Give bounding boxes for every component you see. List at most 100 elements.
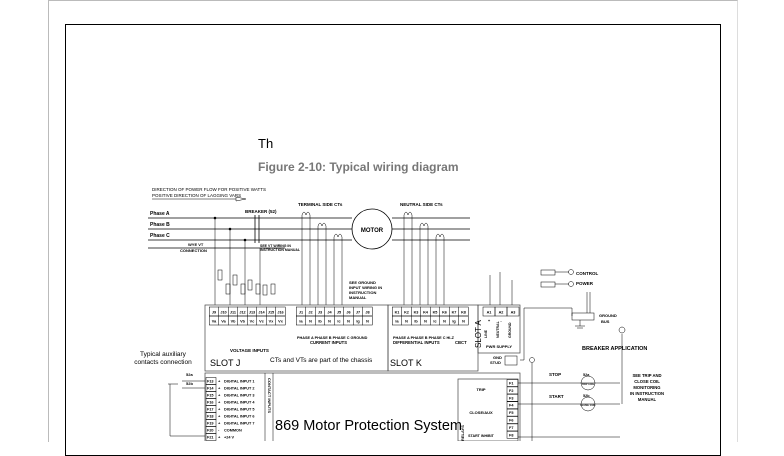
aux-52a: 52a [186,372,193,377]
cbct-label: CBCT [455,340,467,345]
trip-note-line: SEE TRIP AND [632,373,661,378]
trip-note-line: CLOSE COIL [634,379,660,384]
ground-note-2: INPUT WIRING IN [349,285,382,290]
trip-note-line: MANUAL [638,397,657,402]
aux-title-2: contacts connection [134,359,192,366]
voltage-terminal: J11 [230,311,236,315]
ground-bus-2: BUS [601,319,610,324]
ground-note-1: SEE GROUND [349,280,376,285]
phase-a-label: Phase A [150,211,170,217]
ground-note-3: INSTRUCTION [349,290,376,295]
differential-signal: Ia [395,320,399,324]
current-terminal: J8 [365,311,369,315]
control-power-2: POWER [576,281,594,286]
current-inputs-label: CURRENT INPUTS [310,340,347,345]
digital-input-sign: + [218,386,221,391]
power-terminal: A1 [487,311,492,315]
differential-signal: N [405,320,408,324]
breaker-control-wiring [489,269,626,441]
differential-signal: Ic [433,320,436,324]
trip-note-line: IN INSTRUCTION [630,391,664,396]
power-terminal: A2 [499,311,504,315]
voltage-signal: Va [221,320,226,324]
digital-input-label: +24 V [224,436,234,440]
digital-input-terminal: F13 [207,380,214,384]
trip-group: TRIP [476,387,485,392]
contact-inputs-label: CONTACT INPUTS [267,378,272,413]
differential-terminal: K2 [404,311,409,315]
digital-input-terminal: F17 [207,408,214,412]
relays-label: RELAYS [460,425,465,441]
power-pin: NEUTRAL [496,320,500,338]
output-terminal-cell [506,431,519,439]
power-terminal: A3 [511,311,516,315]
current-signal-cell [362,315,373,326]
phase-c-label: Phase C [150,233,170,239]
product-name: 869 Motor Protection System [275,418,462,434]
digital-input-terminal: F21 [207,436,214,440]
wye-label-1: WYE VT [188,242,204,247]
differential-signal: N [424,320,427,324]
current-signal: N [309,320,312,324]
power-pin: GROUND [508,322,512,338]
digital-input-terminal: F20 [207,429,214,433]
contact-52b: 52b [583,394,590,398]
vt-note-1: SEE VT WIRING IN [260,244,291,248]
close-aux-group: CLOSE/AUX [469,410,493,415]
differential-terminal: K6 [442,311,447,315]
power-sign: + [488,318,491,323]
aux-title-1: Typical auxiliary [140,351,187,358]
current-signal: N [347,320,350,324]
current-terminal: J6 [346,311,350,315]
slot-k-label: SLOT K [390,358,422,368]
heading-fragment: Th [258,136,273,151]
gnd-stud-2: STUD [490,360,501,365]
breaker-application: BREAKER APPLICATION [582,346,647,352]
power-terminal-cell [506,306,520,317]
close-coil: CLOSE COIL [580,403,596,407]
current-signal: N [366,320,369,324]
digital-input-label: DIGITAL INPUT 2 [224,387,254,391]
current-signal: Ic [337,320,340,324]
power-pin: LINE [484,329,488,338]
digital-input-label: DIGITAL INPUT 5 [224,408,254,412]
chassis-note: CTs and VTs are part of the chassis [270,357,373,364]
digital-input-sign: - [218,428,220,433]
differential-terminal: K7 [452,311,457,315]
ground-bus-1: GROUND [599,313,617,318]
current-terminal: J1 [299,311,303,315]
voltage-inputs-label: VOLTAGE INPUTS [230,348,269,353]
output-terminal-cell [506,386,519,395]
differential-terminal: K4 [423,311,429,315]
output-terminal-cell [506,401,519,409]
ground-stud-icon [504,355,518,366]
wiring-diagram: Th Figure 2-10: Typical wiring diagram D… [134,136,664,441]
direction-note-2: POSITIVE DIRECTION OF LAGGING VARS [152,193,241,198]
voltage-terminal: J16 [277,311,283,315]
digital-input-sign: + [218,379,221,384]
document-page [48,0,738,442]
digital-input-label: DIGITAL INPUT 7 [224,422,254,426]
output-terminal: F3 [509,396,513,400]
digital-input-sign: + [218,414,221,419]
current-terminal: J3 [318,311,322,315]
wye-label-2: CONNECTION [180,248,207,253]
control-power-1: CONTROL [576,271,598,276]
digital-input-sign: + [218,400,221,405]
figure-title: Figure 2-10: Typical wiring diagram [258,160,459,174]
current-signal: Ia [299,320,303,324]
voltage-terminal: J14 [258,311,265,315]
voltage-signal: Vx [269,320,275,324]
arrow-icon [235,196,247,202]
current-signal: Ig [356,320,360,324]
output-terminal: F7 [509,426,513,430]
output-terminal: F2 [509,389,513,393]
start-inhibit-group: START INHIBIT [468,434,494,438]
voltage-signal: Vb [231,320,237,324]
junction-dots [213,216,247,242]
slot-a-box [477,304,521,354]
digital-input-label: DIGITAL INPUT 1 [224,380,254,384]
differential-signal: Ig [452,320,456,324]
stop-label: STOP [549,372,561,377]
